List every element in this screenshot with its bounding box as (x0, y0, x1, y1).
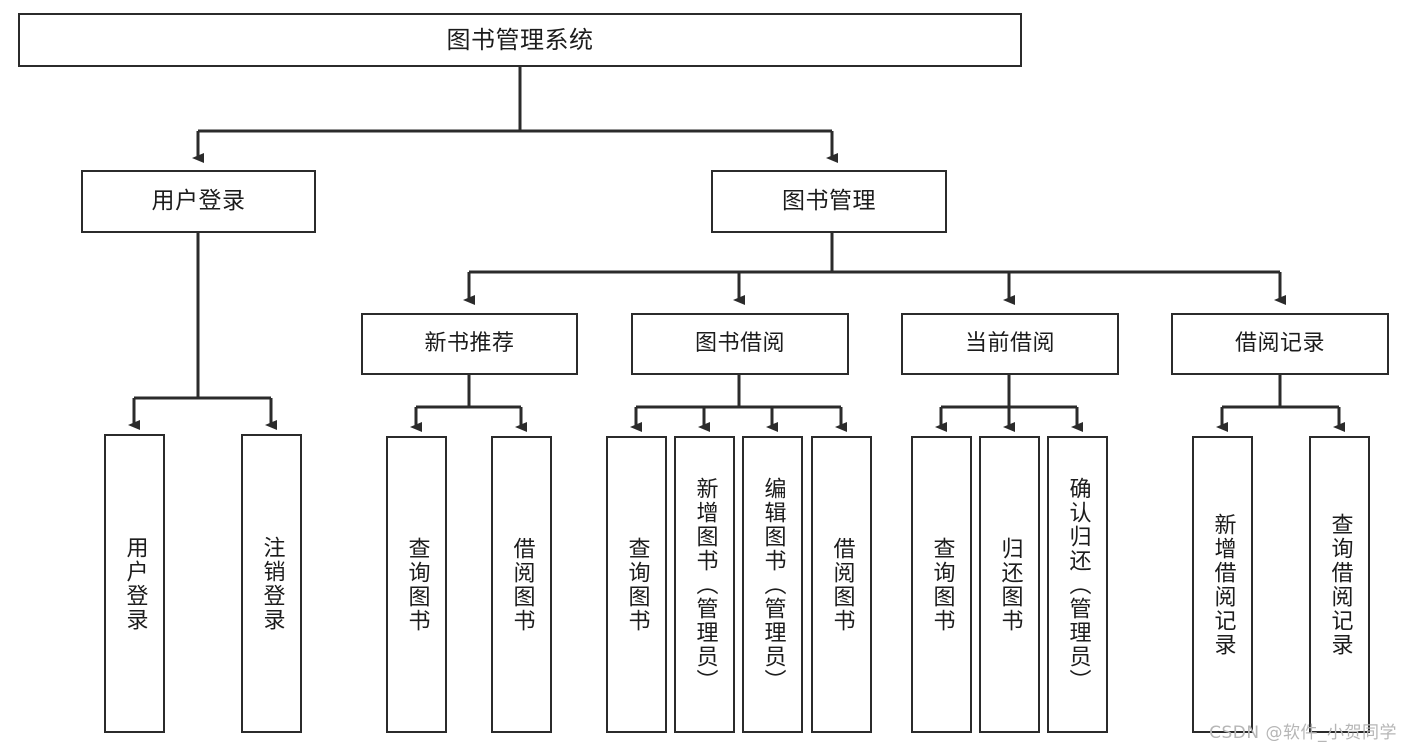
node-book-borrow[interactable]: 图书借阅 (631, 313, 849, 375)
node-book-management[interactable]: 图书管理 (711, 170, 947, 233)
node-label: 当前借阅 (964, 331, 1055, 357)
node-label: 借阅记录 (1234, 331, 1325, 357)
leaf-edit-book-admin[interactable]: 编辑图书（管理员） (742, 436, 803, 733)
node-root-system[interactable]: 图书管理系统 (18, 13, 1022, 67)
node-label: 查询图书 (624, 536, 650, 633)
node-label: 用户登录 (122, 535, 148, 632)
node-label: 图书借阅 (694, 331, 785, 357)
leaf-borrow-book-new[interactable]: 借阅图书 (491, 436, 552, 733)
node-label: 图书管理系统 (446, 26, 594, 54)
leaf-query-book-current[interactable]: 查询图书 (911, 436, 972, 733)
leaf-logout-login[interactable]: 注销登录 (241, 434, 302, 733)
leaf-borrow-book[interactable]: 借阅图书 (811, 436, 872, 733)
node-label: 新增借阅记录 (1210, 512, 1236, 657)
node-label: 借阅图书 (509, 536, 535, 633)
node-label: 查询借阅记录 (1327, 512, 1353, 657)
node-label: 用户登录 (151, 188, 246, 215)
node-label: 借阅图书 (829, 536, 855, 633)
leaf-query-book-new[interactable]: 查询图书 (386, 436, 447, 733)
leaf-query-borrow-record[interactable]: 查询借阅记录 (1309, 436, 1370, 733)
node-user-login[interactable]: 用户登录 (81, 170, 316, 233)
leaf-user-login[interactable]: 用户登录 (104, 434, 165, 733)
node-label: 新书推荐 (424, 331, 515, 357)
leaf-add-borrow-record[interactable]: 新增借阅记录 (1192, 436, 1253, 733)
csdn-watermark: CSDN @软件_小贺同学 (1209, 723, 1397, 743)
node-label: 图书管理 (782, 188, 876, 215)
leaf-query-book-borrow[interactable]: 查询图书 (606, 436, 667, 733)
node-new-book-recommend[interactable]: 新书推荐 (361, 313, 578, 375)
node-label: 查询图书 (929, 536, 955, 633)
node-label: 注销登录 (259, 535, 285, 632)
node-label: 归还图书 (997, 536, 1023, 633)
node-label: 编辑图书（管理员） (760, 476, 786, 693)
leaf-add-book-admin[interactable]: 新增图书（管理员） (674, 436, 735, 733)
node-label: 确认归还（管理员） (1065, 476, 1091, 693)
leaf-return-book[interactable]: 归还图书 (979, 436, 1040, 733)
node-label: 新增图书（管理员） (692, 476, 718, 693)
node-label: 查询图书 (404, 536, 430, 633)
node-borrow-record[interactable]: 借阅记录 (1171, 313, 1389, 375)
leaf-confirm-return-admin[interactable]: 确认归还（管理员） (1047, 436, 1108, 733)
node-current-borrow[interactable]: 当前借阅 (901, 313, 1119, 375)
